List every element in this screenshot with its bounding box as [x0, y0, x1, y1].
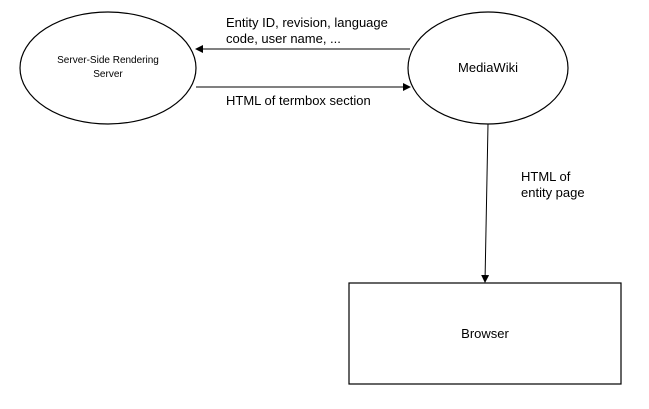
page-edge: HTML of entity page	[481, 123, 585, 283]
mediawiki-node: MediaWiki	[407, 11, 569, 125]
ssr-server-node: Server-Side Rendering Server	[19, 11, 197, 125]
response-edge: HTML of termbox section	[196, 83, 411, 108]
ssr-server-ellipse	[19, 11, 197, 125]
page-arrow	[481, 123, 490, 283]
page-label-line2: entity page	[521, 185, 585, 200]
ssr-server-label-line1: Server-Side Rendering	[57, 55, 159, 66]
browser-box	[348, 282, 622, 385]
request-edge: Entity ID, revision, language code, user…	[195, 15, 410, 53]
mediawiki-label: MediaWiki	[458, 60, 518, 75]
request-label-line1: Entity ID, revision, language	[226, 15, 388, 30]
request-label-line2: code, user name, ...	[226, 31, 341, 46]
response-label: HTML of termbox section	[226, 93, 371, 108]
ssr-server-label-line2: Server	[93, 69, 123, 80]
browser-label: Browser	[461, 326, 509, 341]
page-label-line1: HTML of	[521, 169, 571, 184]
browser-node: Browser	[348, 282, 622, 385]
